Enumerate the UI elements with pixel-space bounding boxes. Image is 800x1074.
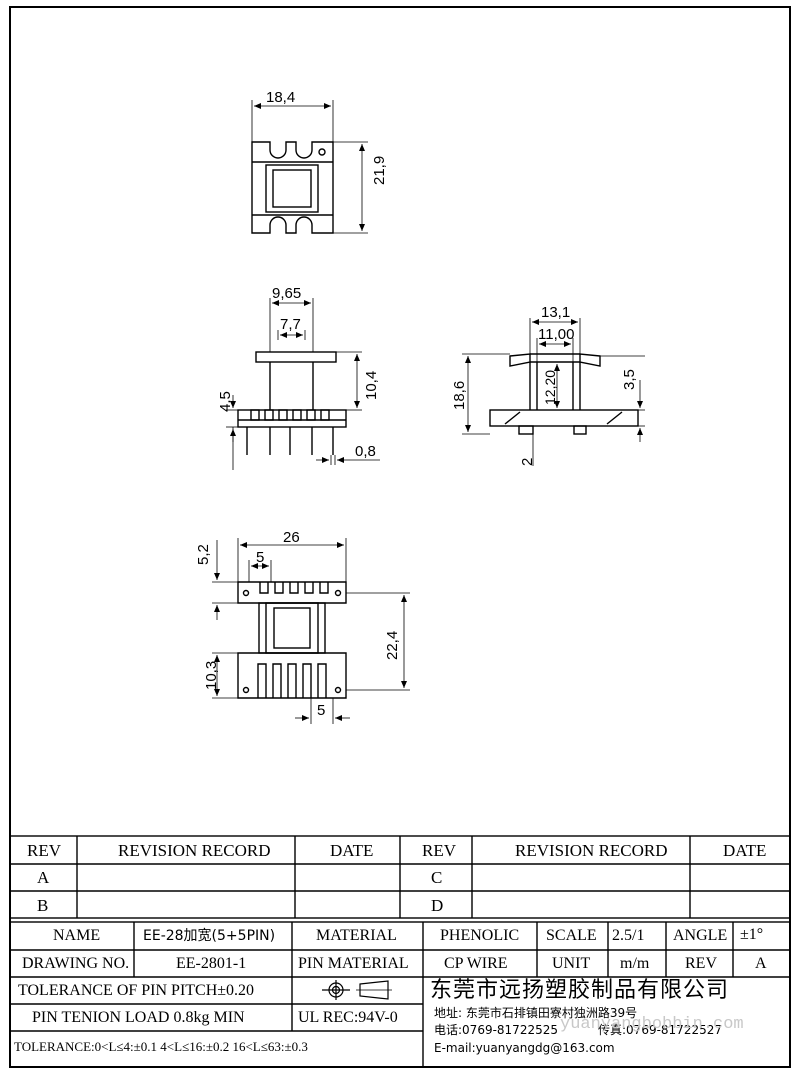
top-view	[251, 100, 368, 234]
title-block-grid	[9, 921, 791, 1068]
dim-side-height-total: 18,6	[451, 380, 468, 410]
dim-bottom-width: 26	[283, 529, 300, 546]
dim-front-width-inner: 7,7	[280, 316, 301, 333]
dim-side-flange-height: 3,5	[621, 369, 638, 390]
dim-top-width: 18,4	[266, 89, 296, 106]
company-phone: 电话:0769-81722525	[434, 1023, 558, 1037]
rev-row-d: D	[431, 896, 444, 915]
rev-row-a: A	[37, 868, 50, 887]
unit-value: m/m	[620, 955, 650, 972]
drawing-no-label: DRAWING NO.	[22, 955, 130, 972]
front-view	[226, 298, 380, 470]
dim-side-base: 2	[519, 457, 536, 466]
revision-record-header-right: REVISION RECORD	[515, 841, 668, 860]
scale-label: SCALE	[546, 927, 597, 944]
material-label: MATERIAL	[316, 927, 397, 944]
date-header-left: DATE	[330, 841, 374, 860]
rev-row-c: C	[431, 868, 443, 887]
name-label: NAME	[53, 927, 101, 944]
dim-bottom-height: 22,4	[384, 630, 401, 660]
revision-table	[9, 835, 791, 919]
pin-tenion-load: PIN TENION LOAD 0.8kg MIN	[32, 1009, 245, 1026]
name-value: EE-28加宽(5+5PIN)	[143, 928, 276, 944]
rev-row-b: B	[37, 896, 49, 915]
dim-bottom-lower-height: 10,3	[203, 660, 220, 690]
rev-value: A	[755, 955, 767, 972]
unit-label: UNIT	[552, 955, 591, 972]
tolerance-ranges: TOLERANCE:0<L≤4:±0.1 4<L≤16:±0.2 16<L≤63…	[14, 1039, 308, 1054]
company-fax: 传真:0769-81722527	[598, 1023, 722, 1037]
pin-material-label: PIN MATERIAL	[298, 955, 409, 972]
company-address: 地址: 东莞市石排镇田寮村独洲路39号	[434, 1006, 638, 1020]
rev-header-right: REV	[422, 841, 456, 860]
projection-symbol	[322, 980, 392, 1000]
dim-bottom-pitch-bottom: 5	[317, 702, 326, 719]
dim-front-width-outer: 9,65	[272, 285, 302, 302]
revision-record-header-left: REVISION RECORD	[118, 841, 271, 860]
dim-side-width-outer: 13,1	[541, 304, 571, 321]
company-email: E-mail:yuanyangdg@163.com	[434, 1041, 615, 1055]
tolerance-pin-pitch: TOLERANCE OF PIN PITCH±0.20	[18, 982, 255, 999]
side-view	[462, 318, 645, 466]
dim-front-upper-height: 10,4	[363, 370, 380, 400]
dim-front-pin-width: 0,8	[355, 443, 376, 460]
bottom-view	[212, 538, 410, 724]
angle-label: ANGLE	[673, 927, 728, 944]
pin-material-value: CP WIRE	[444, 955, 508, 972]
drawing-no-value: EE-2801-1	[176, 955, 247, 972]
rev-label: REV	[685, 955, 717, 972]
rev-header-left: REV	[27, 841, 61, 860]
dim-side-inner-height: 12,20	[542, 369, 558, 405]
dim-front-lower-height: 4,5	[217, 391, 234, 412]
dim-bottom-pitch-top: 5	[256, 549, 265, 566]
angle-value: ±1°	[740, 926, 764, 943]
ul-rec: UL REC:94V-0	[298, 1009, 398, 1026]
dim-top-height: 21,9	[371, 155, 388, 185]
dim-side-width-inner: 11,00	[538, 326, 575, 343]
dim-bottom-offset: 5,2	[195, 544, 212, 565]
date-header-right: DATE	[723, 841, 767, 860]
company-name: 东莞市远扬塑胶制品有限公司	[430, 978, 730, 1003]
scale-value: 2.5/1	[612, 927, 645, 944]
material-value: PHENOLIC	[440, 927, 520, 944]
watermark-text: yuanyangbobbin.com	[560, 1015, 744, 1034]
